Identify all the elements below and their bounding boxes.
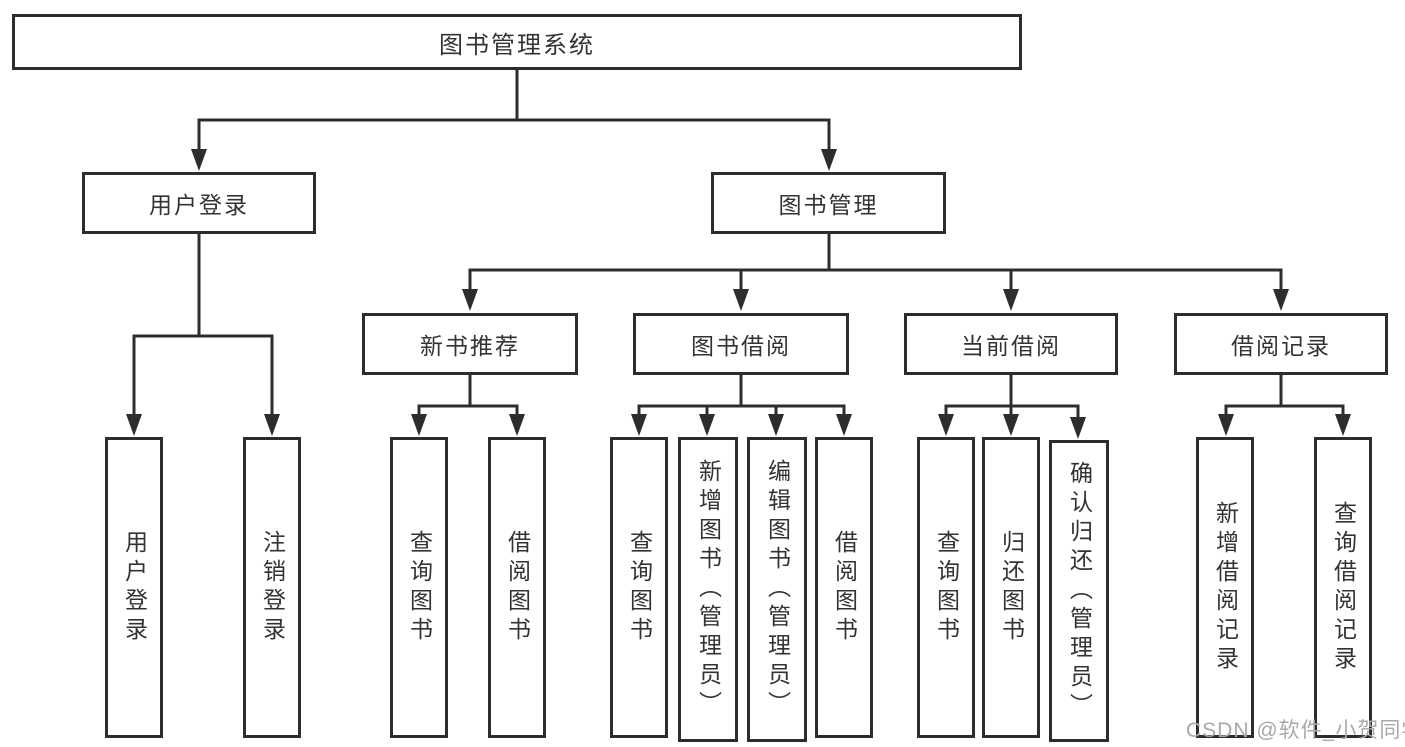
node-label: 查询图书	[406, 529, 433, 646]
leaf-borrow-books: 借阅图书	[488, 437, 546, 738]
node-label: 借阅图书	[831, 529, 858, 646]
node-label: 图书管理	[778, 192, 879, 218]
leaf-confirm-return-admin: 确认归还（管理员）	[1049, 440, 1109, 742]
node-label: 用户登录	[121, 529, 148, 646]
node-user-login: 用户登录	[82, 172, 316, 234]
node-label: 查询图书	[933, 529, 960, 646]
node-label: 借阅记录	[1231, 333, 1331, 359]
node-book-management: 图书管理	[711, 172, 946, 234]
node-label: 用户登录	[149, 192, 249, 218]
leaf-return-books: 归还图书	[982, 437, 1040, 738]
node-label: 新增借阅记录	[1212, 500, 1239, 675]
node-current-borrow: 当前借阅	[904, 313, 1118, 375]
node-label: 查询借阅记录	[1330, 500, 1357, 675]
leaf-borrow-books: 借阅图书	[815, 437, 873, 738]
node-label: 归还图书	[998, 529, 1025, 646]
node-label: 图书管理系统	[439, 31, 595, 59]
node-label: 查询图书	[626, 529, 653, 646]
node-label: 新增图书（管理员）	[695, 459, 722, 720]
leaf-query-books: 查询图书	[610, 437, 668, 738]
leaf-add-borrow-record: 新增借阅记录	[1196, 437, 1254, 738]
leaf-edit-books-admin: 编辑图书（管理员）	[747, 437, 807, 742]
node-label: 编辑图书（管理员）	[764, 459, 791, 720]
node-label: 当前借阅	[961, 333, 1061, 359]
node-label: 借阅图书	[504, 529, 531, 646]
watermark: CSDN @软件_小贺同学	[1186, 719, 1405, 742]
leaf-query-books: 查询图书	[390, 437, 448, 738]
node-borrow-records: 借阅记录	[1174, 313, 1388, 375]
leaf-query-books: 查询图书	[917, 437, 975, 738]
node-label: 确认归还（管理员）	[1066, 460, 1093, 722]
node-label: 图书借阅	[691, 333, 791, 359]
node-new-book-recommend: 新书推荐	[362, 313, 578, 375]
leaf-add-books-admin: 新增图书（管理员）	[678, 437, 738, 742]
node-book-borrow: 图书借阅	[633, 313, 849, 375]
node-label: 新书推荐	[420, 333, 520, 359]
leaf-logout: 注销登录	[243, 437, 301, 738]
node-label: 注销登录	[259, 529, 286, 646]
leaf-query-borrow-record: 查询借阅记录	[1314, 437, 1372, 738]
leaf-user-login: 用户登录	[105, 437, 163, 738]
node-library-management-system: 图书管理系统	[12, 14, 1022, 70]
